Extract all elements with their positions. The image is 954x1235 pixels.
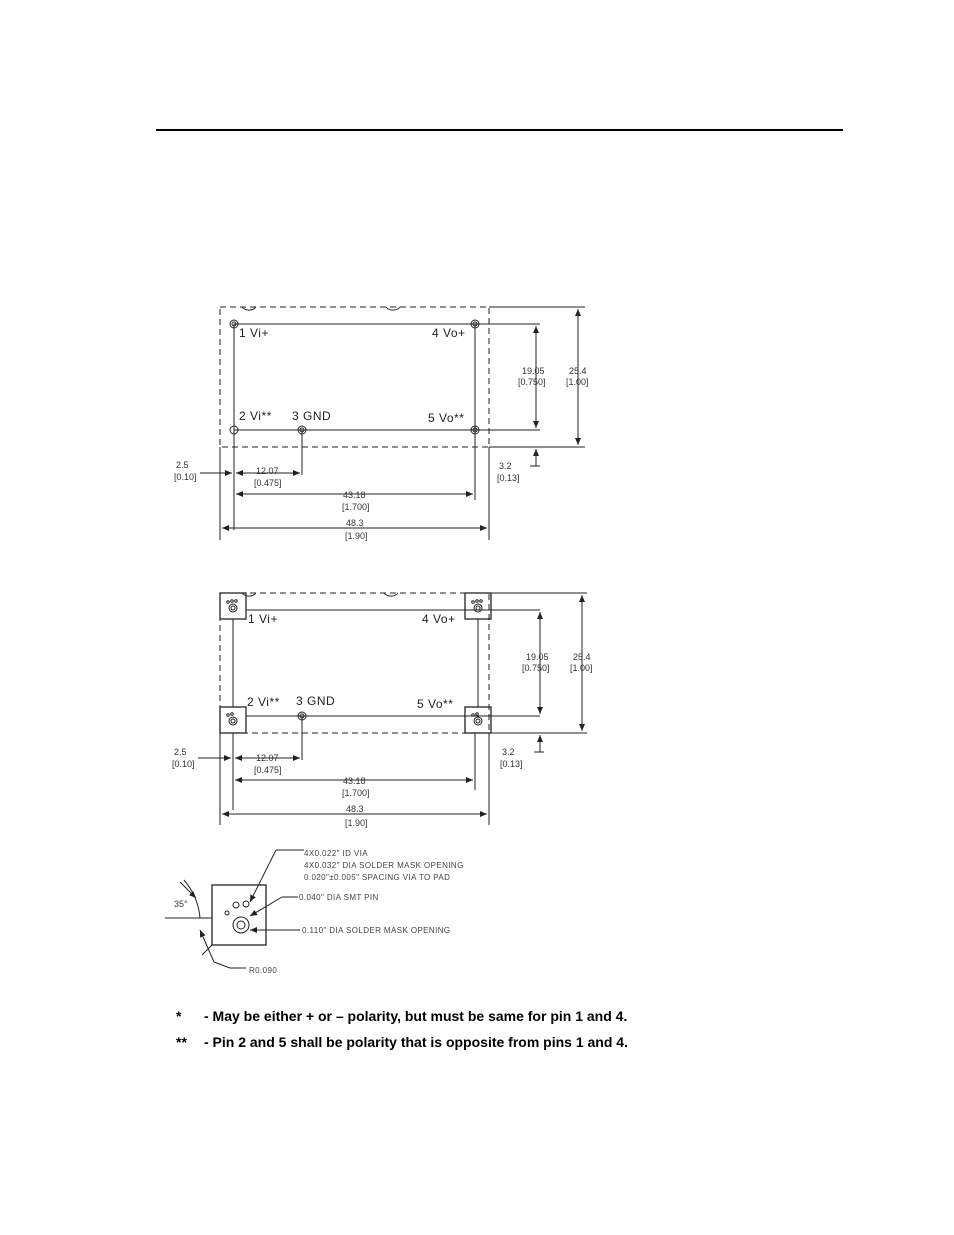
pad-detail-drawing xyxy=(165,849,304,969)
top-pin-1-label: 1 Vi+ xyxy=(239,326,269,340)
bottom-pin-4-label: 4 Vo+ xyxy=(422,612,456,626)
top-pin-5-label: 5 Vo** xyxy=(428,411,464,425)
bottom-dim-19-05-mm: 19.05 xyxy=(526,652,549,662)
top-pin-4-label: 4 Vo+ xyxy=(432,326,466,340)
bottom-outline-dashed xyxy=(219,592,490,734)
note-text: - May be either + or – polarity, but mus… xyxy=(204,1008,628,1024)
bottom-pad-2 xyxy=(219,706,247,734)
top-dim-25-4-in: [1.00] xyxy=(566,377,589,387)
bottom-dim-12-07-in: [0.475] xyxy=(254,765,282,775)
note-mark: * xyxy=(176,1008,182,1024)
top-dim-19-05-in: [0.750] xyxy=(518,377,546,387)
bottom-view-drawing xyxy=(198,592,587,825)
top-notch-mid xyxy=(385,306,401,311)
top-dim-48-3-in: [1.90] xyxy=(345,531,368,541)
pad-mask-opening-label: 0.110" DIA SOLDER MASK OPENING xyxy=(302,926,451,935)
bottom-dim-25-4-in: [1.00] xyxy=(570,663,593,673)
top-pin-3-label: 3 GND xyxy=(292,409,331,423)
top-dim-43-18-mm: 43.18 xyxy=(343,490,366,500)
top-pin-2-label: 2 Vi** xyxy=(239,409,272,423)
pad-mask-opening xyxy=(232,916,250,934)
bottom-dim-2-5-mm: 2.5 xyxy=(174,747,187,757)
bottom-dim-2-5-in: [0.10] xyxy=(172,759,195,769)
top-outline-dashed xyxy=(219,306,490,448)
bottom-pad-5 xyxy=(464,706,492,734)
bottom-pin-3-label: 3 GND xyxy=(296,694,335,708)
pad-via-label-1: 4X0.022" ID VIA xyxy=(304,849,368,858)
bottom-dim-43-18-in: [1.700] xyxy=(342,788,370,798)
bottom-pin-2-label: 2 Vi** xyxy=(247,695,280,709)
header-rule xyxy=(156,129,843,131)
bottom-dim-19-05-in: [0.750] xyxy=(522,663,550,673)
top-dim-25-4-mm: 25.4 xyxy=(569,366,587,376)
note-text: - Pin 2 and 5 shall be polarity that is … xyxy=(204,1034,628,1050)
top-pin-3 xyxy=(297,425,307,435)
top-notch-left xyxy=(241,306,257,311)
bottom-dim-3-2-in: [0.13] xyxy=(500,759,523,769)
bottom-dim-3-2-mm: 3.2 xyxy=(502,747,515,757)
pad-detail-square xyxy=(211,884,267,946)
note-row: * - May be either + or – polarity, but mu… xyxy=(176,1003,628,1029)
top-pin-1 xyxy=(229,319,239,329)
top-dim-12-07-in: [0.475] xyxy=(254,478,282,488)
pad-smt-pin xyxy=(236,920,246,930)
top-dim-2-5-mm: 2.5 xyxy=(176,460,189,470)
top-pin-2 xyxy=(229,425,239,435)
bottom-pin-5-label: 5 Vo** xyxy=(417,697,453,711)
pad-angle-label: 35° xyxy=(174,899,188,909)
bottom-pin-1-label: 1 Vi+ xyxy=(248,612,278,626)
top-dim-12-07-mm: 12.07 xyxy=(256,466,279,476)
top-view-drawing xyxy=(200,306,585,540)
top-dim-43-18-in: [1.700] xyxy=(342,502,370,512)
bottom-dim-12-07-mm: 12.07 xyxy=(256,753,279,763)
pad-via-label-2: 4X0.032" DIA SOLDER MASK OPENING xyxy=(304,861,464,870)
pad-via-label-3: 0.020"±0.005" SPACING VIA TO PAD xyxy=(304,873,450,882)
polarity-notes: * - May be either + or – polarity, but mu… xyxy=(176,1003,628,1055)
top-pin-5 xyxy=(470,425,480,435)
pad-smt-pin-label: 0.040" DIA SMT PIN xyxy=(299,893,379,902)
bottom-dim-48-3-in: [1.90] xyxy=(345,818,368,828)
note-mark: ** xyxy=(176,1034,187,1050)
pad-radius-label: R0.090 xyxy=(249,966,277,975)
note-row: ** - Pin 2 and 5 shall be polarity that i… xyxy=(176,1029,628,1055)
bottom-dim-43-18-mm: 43.18 xyxy=(343,776,366,786)
top-dim-48-3-mm: 48.3 xyxy=(346,518,364,528)
top-dim-3-2-in: [0.13] xyxy=(497,473,520,483)
top-dim-2-5-in: [0.10] xyxy=(174,472,197,482)
top-pin-4 xyxy=(470,319,480,329)
bottom-dim-48-3-mm: 48.3 xyxy=(346,804,364,814)
top-dim-19-05-mm: 19.05 xyxy=(522,366,545,376)
bottom-dim-25-4-mm: 25.4 xyxy=(573,652,591,662)
top-dim-3-2-mm: 3.2 xyxy=(499,461,512,471)
